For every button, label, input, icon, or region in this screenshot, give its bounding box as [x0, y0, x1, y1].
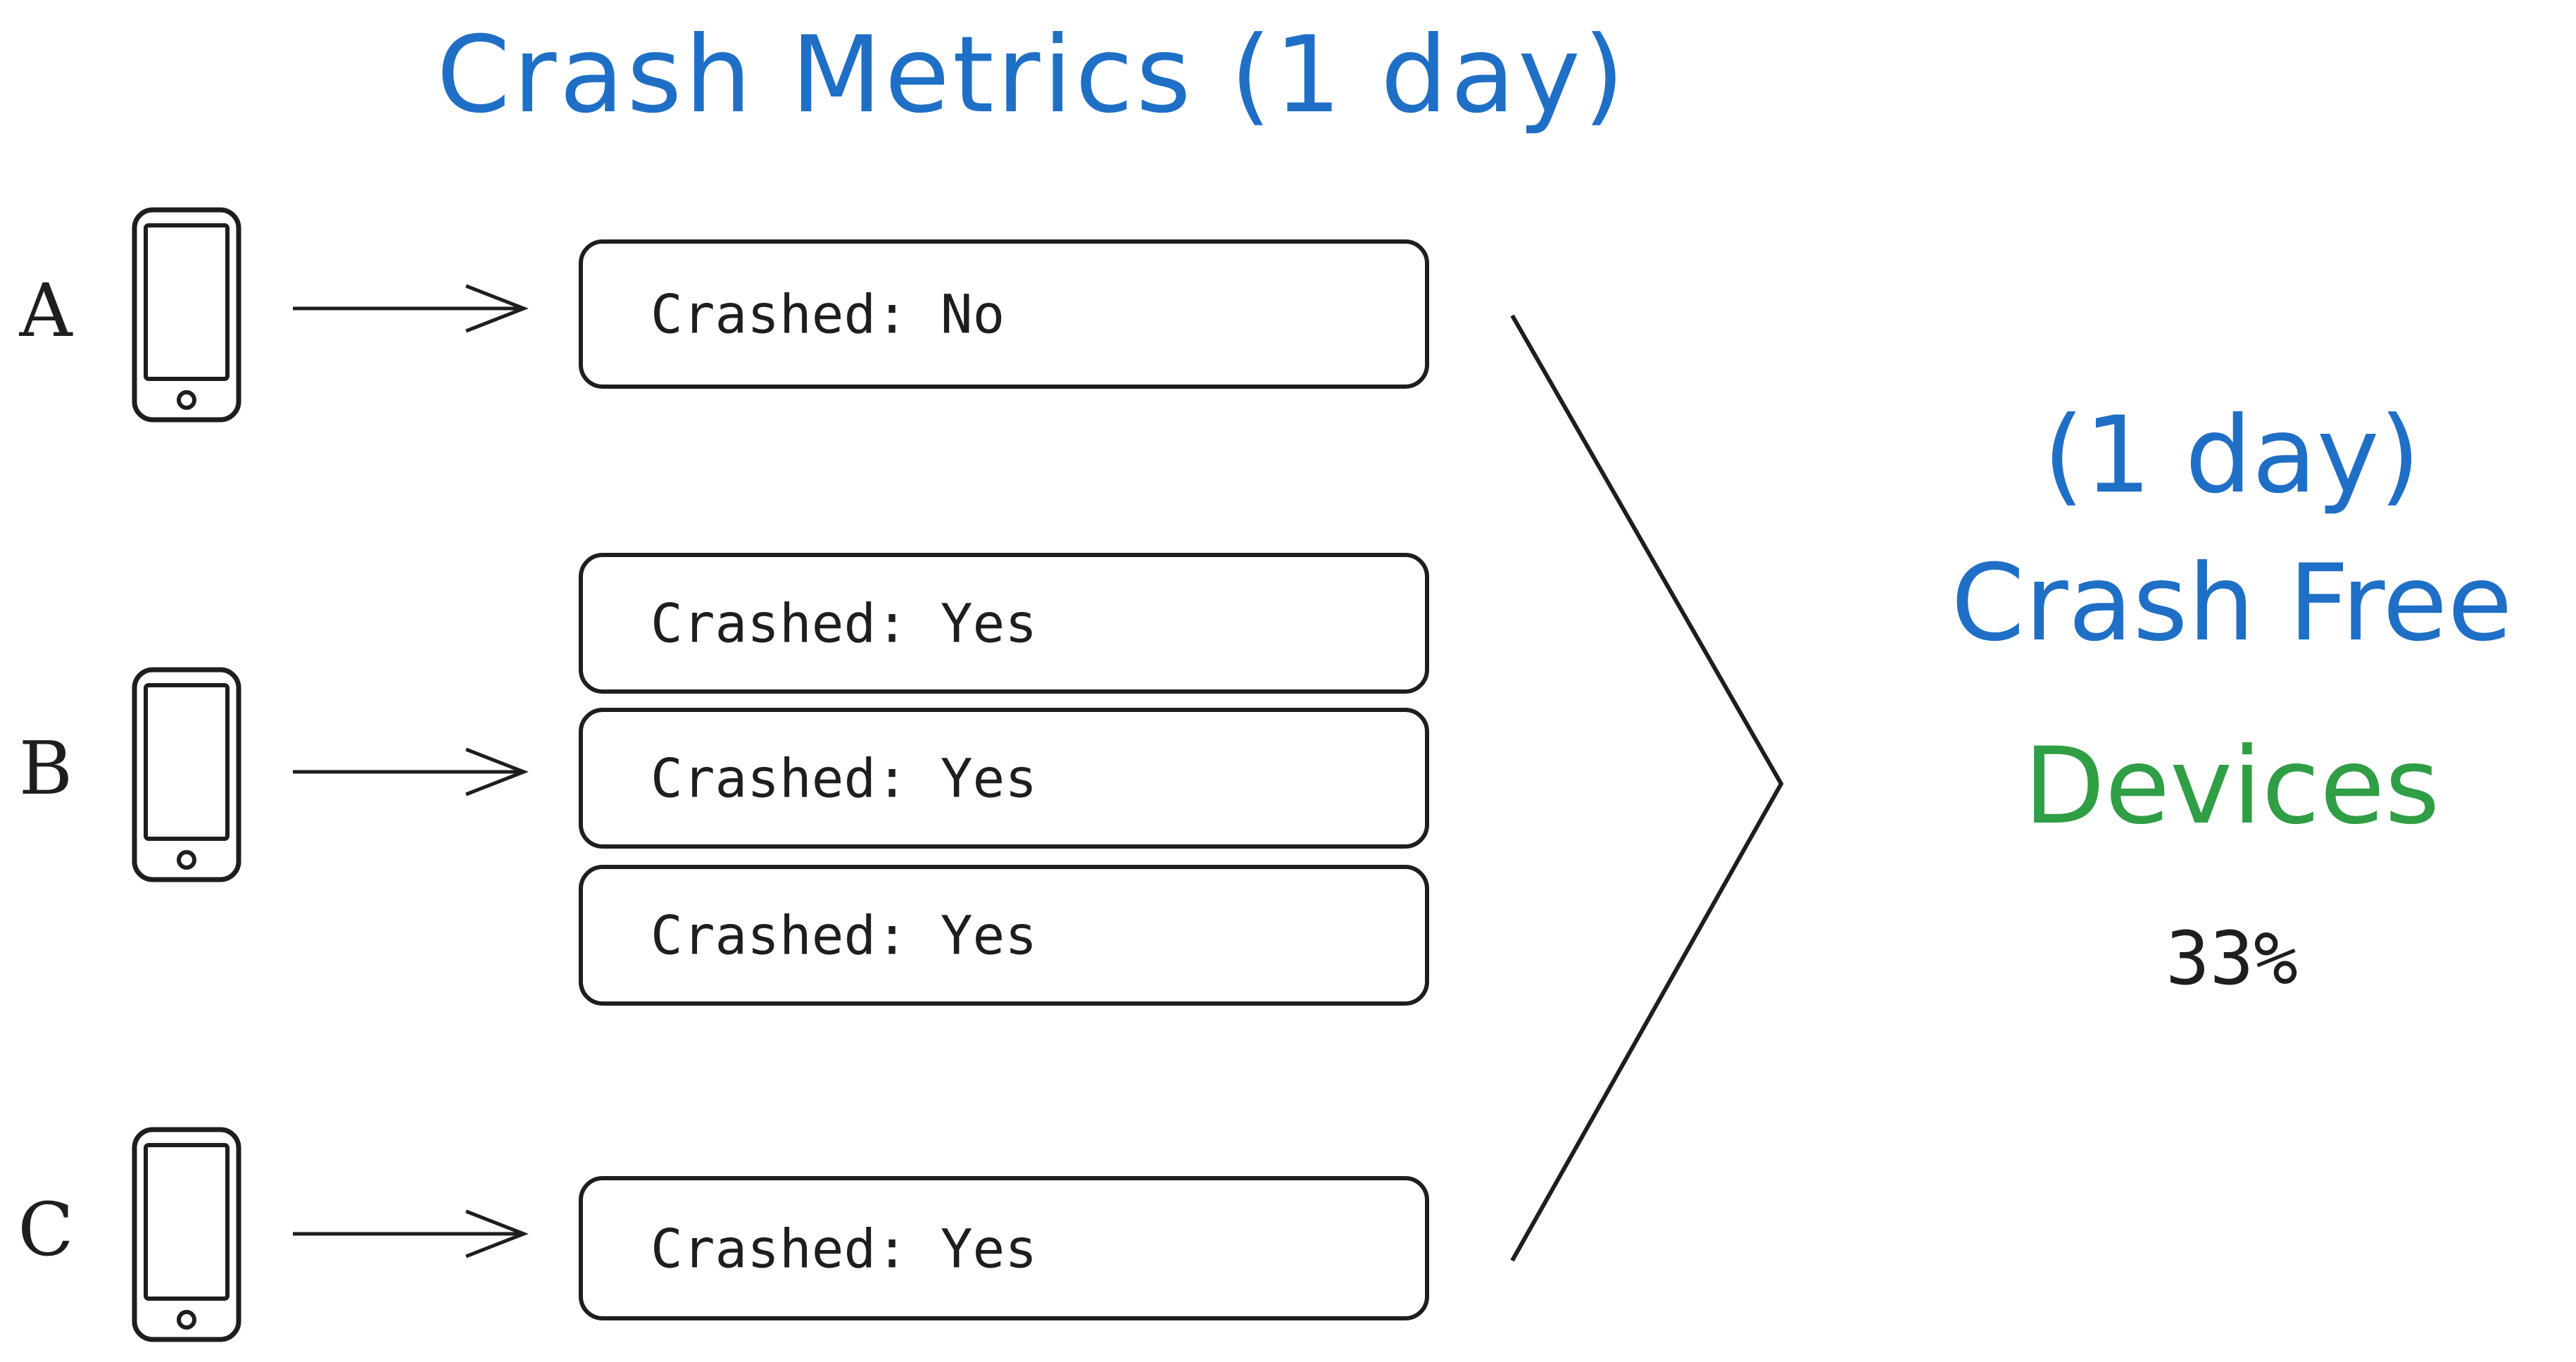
record-card: Crashed: Yes [579, 553, 1429, 694]
record-card: Crashed: Yes [579, 865, 1429, 1006]
record-card: Crashed: Yes [579, 708, 1429, 849]
result-label-devices: Devices [2023, 725, 2440, 848]
record-status: Crashed: Yes [651, 592, 1038, 655]
result-label-crash-free: Crash Free [1951, 542, 2513, 665]
device-label-b: B [18, 725, 73, 811]
record-card: Crashed: No [579, 239, 1429, 389]
device-label-a: A [19, 268, 73, 354]
chevron-right-icon [1510, 314, 1784, 1262]
diagram-title: Crash Metrics (1 day) [436, 14, 1628, 137]
arrow-right-icon [293, 284, 529, 333]
device-label-c: C [18, 1187, 74, 1273]
result-value: 33% [2166, 916, 2298, 1001]
arrow-right-icon [293, 747, 529, 796]
smartphone-icon [132, 667, 241, 882]
arrow-right-icon [293, 1209, 529, 1258]
record-status: Crashed: No [651, 282, 1005, 346]
record-status: Crashed: Yes [651, 746, 1038, 810]
record-card: Crashed: Yes [579, 1176, 1429, 1320]
record-status: Crashed: Yes [651, 904, 1038, 967]
smartphone-icon [132, 1127, 241, 1342]
result-period: (1 day) [2042, 394, 2421, 517]
record-status: Crashed: Yes [651, 1217, 1038, 1280]
smartphone-icon [132, 207, 241, 423]
